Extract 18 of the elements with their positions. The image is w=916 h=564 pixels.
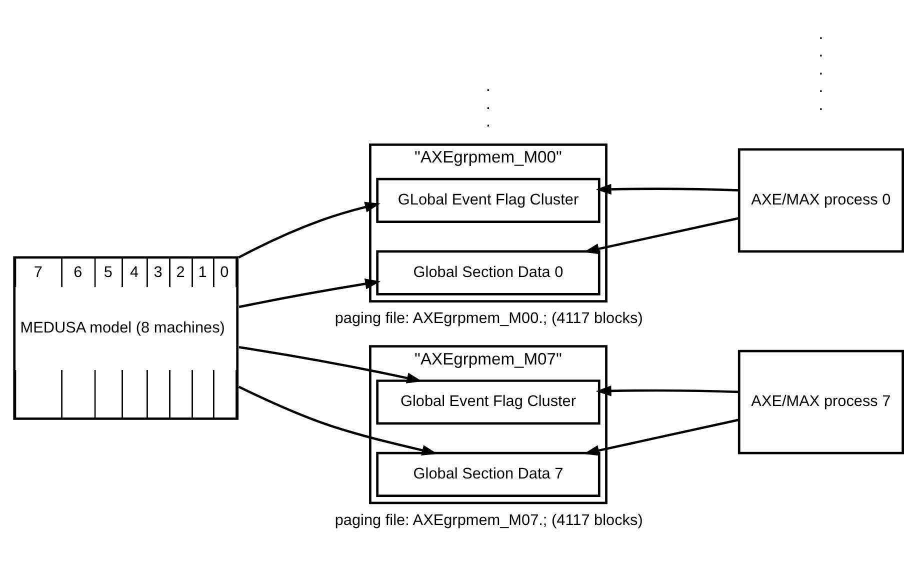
- node-box: AXE/MAX process 0: [738, 148, 904, 253]
- arrow: [238, 346, 422, 384]
- node-box: Global Section Data 0: [376, 250, 600, 296]
- arrow: [238, 386, 438, 456]
- arrow: [584, 418, 740, 456]
- label: ...: [486, 76, 491, 131]
- node-label: paging file: AXEgrpmem_M07.; (4117 blocks): [334, 512, 643, 529]
- arrow: [584, 217, 740, 254]
- node-box: GLobal Event Flag Cluster: [376, 178, 600, 223]
- node-box: Global Event Flag Cluster: [376, 380, 600, 425]
- arrow: [238, 278, 381, 308]
- arrow: [238, 202, 380, 259]
- node-label: paging file: AXEgrpmem_M00.; (4117 blocks): [334, 310, 643, 328]
- node-box: Global Section Data 7: [376, 452, 600, 497]
- arrow: [596, 184, 740, 195]
- arrow: [596, 385, 740, 396]
- label: .....: [818, 24, 824, 114]
- node-box: AXE/MAX process 7: [738, 350, 904, 454]
